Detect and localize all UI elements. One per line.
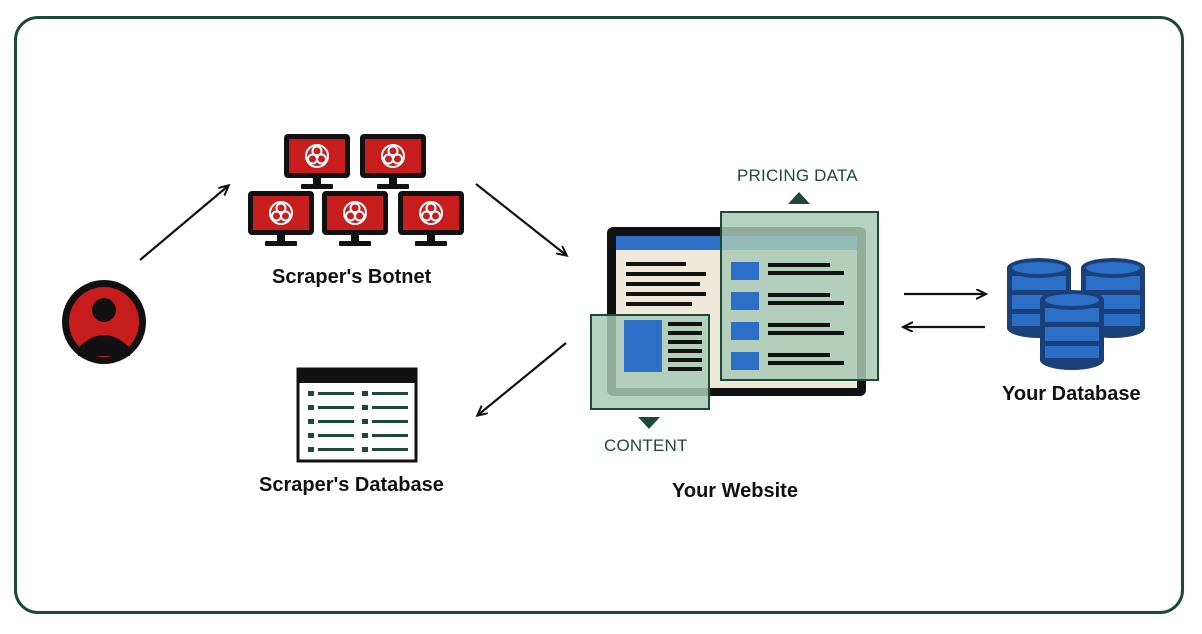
- arrow-botnet-to-website: [475, 183, 566, 255]
- database-table-icon: [296, 367, 418, 463]
- arrow-attacker-to-botnet: [139, 186, 228, 261]
- infected-computer-icon: [248, 191, 314, 246]
- database-cylinder-icon: [1040, 290, 1104, 370]
- website-label: Your Website: [672, 480, 798, 502]
- infected-computer-icon: [322, 191, 388, 246]
- your-database-label: Your Database: [1002, 383, 1141, 405]
- scraper-database-label: Scraper's Database: [259, 474, 444, 496]
- pricing-data-label: PRICING DATA: [737, 166, 858, 185]
- attacker-avatar-icon: [62, 280, 146, 364]
- infected-computer-icon: [398, 191, 464, 246]
- arrow-website-to-scraper-db: [478, 342, 567, 415]
- content-highlight: [590, 314, 710, 429]
- infected-computer-icon: [360, 134, 426, 189]
- content-label: CONTENT: [604, 436, 688, 455]
- web-page-icon: [590, 192, 879, 429]
- botnet-label: Scraper's Botnet: [272, 266, 432, 288]
- infected-computer-icon: [284, 134, 350, 189]
- pricing-data-highlight: [720, 192, 879, 381]
